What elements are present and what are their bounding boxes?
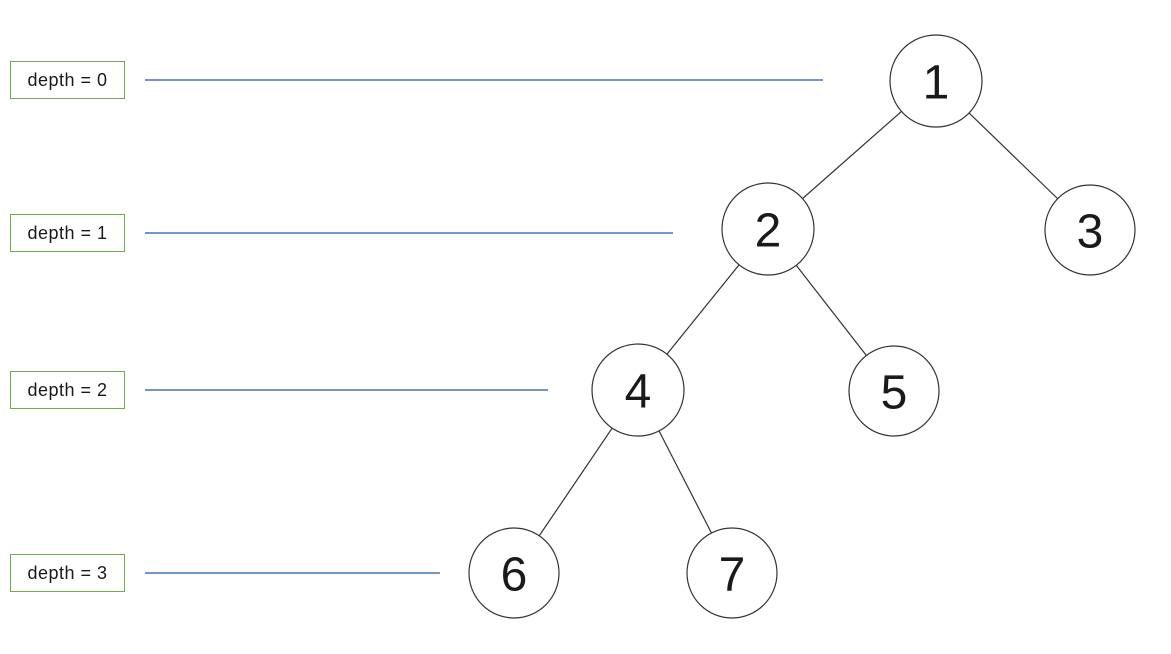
node-label-6: 6 [501,548,528,601]
tree-node-6: 6 [468,527,560,619]
node-label-4: 4 [625,365,652,418]
tree-node-5: 5 [848,345,940,437]
tree-node-4: 4 [591,343,685,437]
node-circle-4 [591,343,685,437]
nodes-layer: 1 2 3 4 5 6 7 [468,34,1136,619]
node-circle-3 [1044,184,1136,276]
node-circle-1 [889,34,983,128]
node-circle-5 [848,345,940,437]
node-label-2: 2 [755,204,782,257]
node-circle-7 [686,527,778,619]
node-label-7: 7 [719,548,746,601]
ruler-lines-layer [145,79,823,574]
node-circle-2 [721,182,815,276]
node-circle-6 [468,527,560,619]
node-label-5: 5 [881,366,908,419]
depth-label-box-0: depth = 0 [10,61,125,99]
depth-label-box-1: depth = 1 [10,214,125,252]
tree-node-7: 7 [686,527,778,619]
node-label-1: 1 [923,56,950,109]
depth-label-text-0: depth = 0 [27,69,108,90]
depth-label-text-3: depth = 3 [27,562,108,583]
depth-label-text-2: depth = 2 [27,379,108,400]
depth-label-box-3: depth = 3 [10,554,125,592]
depth-label-box-2: depth = 2 [10,371,125,409]
tree-node-3: 3 [1044,184,1136,276]
tree-node-2: 2 [721,182,815,276]
tree-node-1: 1 [889,34,983,128]
node-label-3: 3 [1077,205,1104,258]
edges-layer [513,80,1091,574]
depth-label-text-1: depth = 1 [27,222,108,243]
